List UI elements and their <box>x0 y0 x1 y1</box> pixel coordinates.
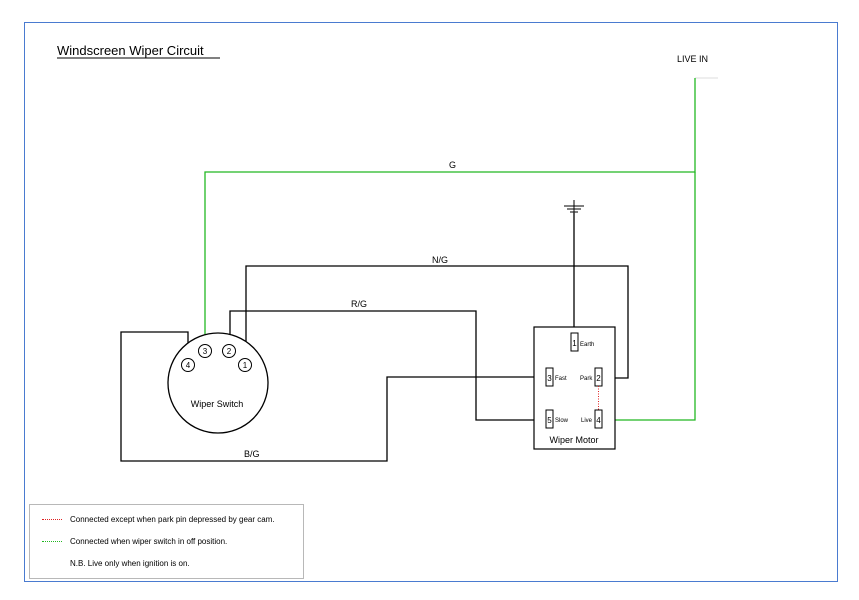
svg-text:2: 2 <box>227 347 232 356</box>
legend-red-text: Connected except when park pin depressed… <box>70 515 275 524</box>
svg-text:5: 5 <box>547 416 552 425</box>
motor-pin-1: 1 <box>570 332 579 352</box>
legend-row-red: Connected except when park pin depressed… <box>42 515 275 524</box>
wire-g <box>204 78 696 344</box>
motor-pin-5: 5 <box>545 409 554 429</box>
svg-text:3: 3 <box>547 374 552 383</box>
diagram-frame <box>24 22 838 582</box>
legend-note: N.B. Live only when ignition is on. <box>70 559 190 568</box>
wire-bg <box>120 331 546 462</box>
motor-pin-3: 3 <box>545 367 554 387</box>
earth-icon <box>564 200 584 213</box>
wire-label-rg: R/G <box>351 299 367 309</box>
diagram-title: Windscreen Wiper Circuit <box>57 43 204 58</box>
legend-row-green: Connected when wiper switch in off posit… <box>42 537 227 546</box>
green-dotted-swatch <box>42 541 62 542</box>
wire-label-ng: N/G <box>432 255 448 265</box>
motor-label-fast: Fast <box>555 376 567 382</box>
legend: Connected except when park pin depressed… <box>29 504 304 579</box>
switch-pin-4: 4 <box>181 358 195 372</box>
motor-label-slow: Slow <box>555 418 569 424</box>
wire-label-g: G <box>449 160 456 170</box>
svg-text:1: 1 <box>572 339 577 348</box>
svg-text:4: 4 <box>596 416 601 425</box>
wiper-motor-label: Wiper Motor <box>549 435 598 445</box>
motor-pin-2: 2 <box>594 367 603 387</box>
wire-label-bg: B/G <box>244 449 260 459</box>
wire-ng <box>245 265 629 379</box>
svg-text:2: 2 <box>596 374 601 383</box>
red-dotted-swatch <box>42 519 62 520</box>
switch-pin-2: 2 <box>222 344 236 358</box>
motor-label-live: Live <box>581 418 593 424</box>
legend-green-text: Connected when wiper switch in off posit… <box>70 537 228 546</box>
wire-rg <box>229 310 546 421</box>
svg-text:3: 3 <box>203 347 208 356</box>
wiper-switch <box>167 332 269 434</box>
switch-pin-1: 1 <box>238 358 252 372</box>
svg-text:4: 4 <box>186 361 191 370</box>
switch-pin-3: 3 <box>198 344 212 358</box>
motor-label-earth: Earth <box>580 342 594 348</box>
svg-text:1: 1 <box>243 361 248 370</box>
legend-row-note: N.B. Live only when ignition is on. <box>70 559 190 568</box>
motor-label-park: Park <box>580 376 593 382</box>
wiper-switch-label: Wiper Switch <box>191 399 244 409</box>
wire-live <box>602 172 696 421</box>
live-in-label: LIVE IN <box>677 54 708 64</box>
motor-pin-4: 4 <box>594 409 603 429</box>
